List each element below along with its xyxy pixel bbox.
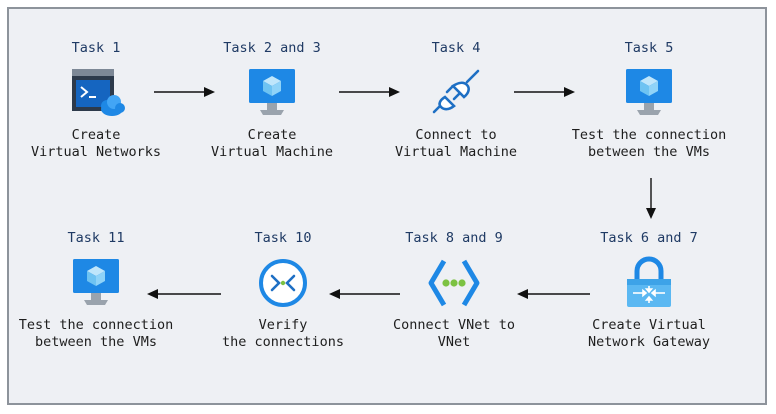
step-8: Task 11 Test the connection between the …	[0, 229, 196, 351]
step-6-caption: Connect VNet to VNet	[393, 317, 515, 350]
step-4-caption: Test the connection between the VMs	[571, 127, 727, 160]
step-5-task-label: Task 6 and 7	[600, 230, 698, 246]
arrow-step6-to-step7	[329, 289, 400, 299]
arrow-step4-to-step5	[646, 178, 656, 219]
arrow-step3-to-step4	[514, 87, 575, 97]
step-3: Task 4 Connect to Virtual Machine	[356, 39, 556, 161]
vnet-peering-icon	[424, 255, 484, 311]
arrow-step5-to-step6	[517, 289, 590, 299]
step-4: Task 5 Test the connection between the V…	[549, 39, 749, 161]
step-5: Task 6 and 7 Create Virtual Network Gate…	[549, 229, 749, 351]
arrow-step2-to-step3	[339, 87, 400, 97]
virtual-network-cloud-icon	[66, 65, 126, 121]
step-2-caption: Create Virtual Machine	[211, 127, 333, 160]
step-5-caption: Create Virtual Network Gateway	[588, 317, 710, 350]
step-3-caption: Connect to Virtual Machine	[395, 127, 517, 160]
step-7-task-label: Task 10	[254, 230, 312, 246]
virtual-machine-icon	[66, 255, 126, 311]
step-7-caption: Verify the connections	[222, 317, 344, 350]
step-7: Task 10 Verify the connections	[183, 229, 383, 351]
virtual-machine-icon	[242, 65, 302, 121]
step-8-task-label: Task 11	[67, 230, 125, 246]
connections-icon	[253, 255, 313, 311]
vpn-gateway-lock-icon	[619, 255, 679, 311]
step-2: Task 2 and 3 Create Virtual Machine	[172, 39, 372, 161]
step-2-task-label: Task 2 and 3	[223, 40, 321, 56]
step-6-task-label: Task 8 and 9	[405, 230, 503, 246]
step-1-caption: Create Virtual Networks	[30, 127, 162, 160]
diagram-frame: Task 1 Create Virtual Networks Task 2 an…	[7, 7, 767, 405]
step-8-caption: Test the connection between the VMs	[18, 317, 174, 350]
step-4-task-label: Task 5	[624, 40, 674, 56]
step-3-task-label: Task 4	[431, 40, 481, 56]
virtual-machine-icon	[619, 65, 679, 121]
arrow-step7-to-step8	[147, 289, 221, 299]
step-1: Task 1 Create Virtual Networks	[0, 39, 196, 161]
step-1-task-label: Task 1	[71, 40, 121, 56]
step-6: Task 8 and 9 Connect VNet to VNet	[354, 229, 554, 351]
plug-connection-icon	[426, 65, 486, 121]
arrow-step1-to-step2	[154, 87, 215, 97]
